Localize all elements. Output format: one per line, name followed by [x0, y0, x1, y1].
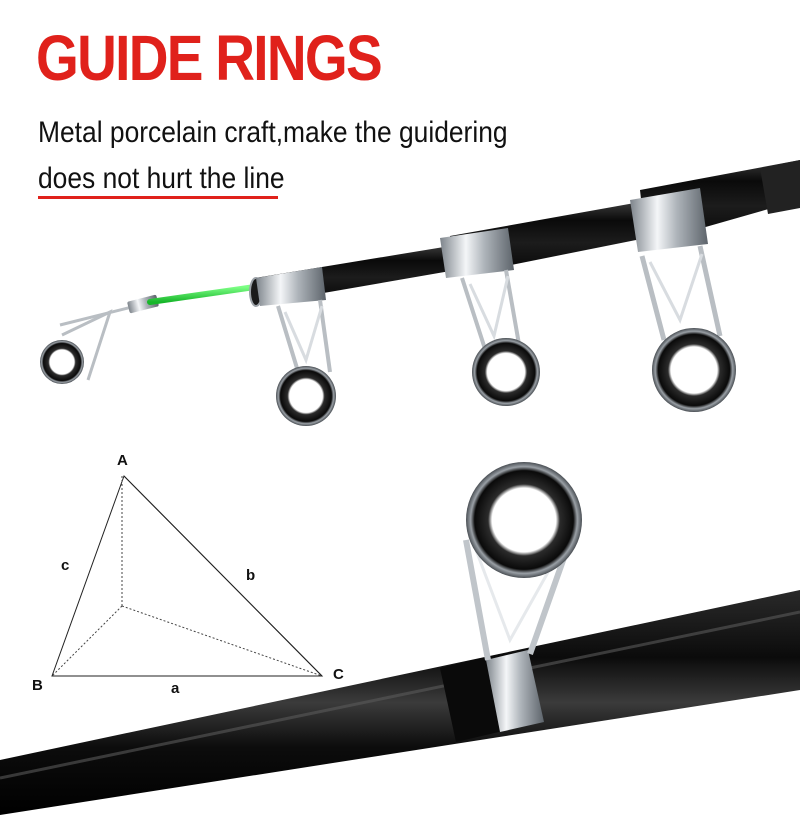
page-title: GUIDE RINGS — [36, 22, 383, 94]
subtitle: Metal porcelain craft,make the guidering… — [38, 110, 508, 202]
guide-ring-2 — [460, 269, 540, 406]
large-rod-closeup — [0, 590, 800, 815]
vertex-label-b: B — [32, 677, 43, 694]
guide-ring-3 — [639, 245, 736, 412]
subtitle-line-1: Metal porcelain craft,make the guidering — [38, 116, 508, 149]
side-label-a: a — [171, 680, 180, 697]
subtitle-line-2: does not hurt the line — [38, 162, 285, 195]
vertex-label-c: C — [333, 666, 344, 683]
guide-ring-1 — [276, 299, 336, 426]
large-guide-ring — [463, 462, 582, 661]
title-underline — [38, 196, 278, 199]
tip-guide-ring — [40, 309, 113, 384]
triangle-diagram — [51, 475, 324, 677]
telescopic-rod — [59, 160, 800, 327]
side-label-c: c — [61, 557, 70, 574]
side-label-b: b — [246, 567, 256, 584]
vertex-label-a: A — [117, 452, 128, 469]
